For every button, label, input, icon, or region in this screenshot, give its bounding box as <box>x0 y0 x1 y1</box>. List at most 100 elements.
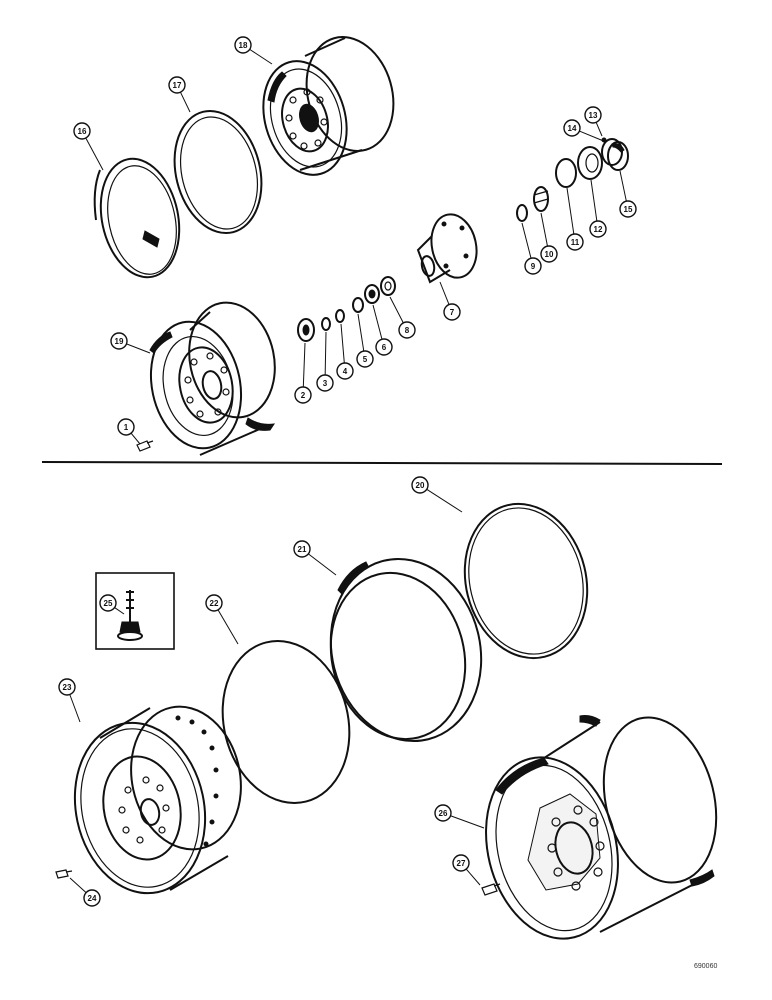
part-24-bolt <box>55 869 73 879</box>
callout-circle <box>293 540 311 558</box>
callout-leader <box>619 170 627 202</box>
callout-leader <box>69 694 81 723</box>
callout-number: 18 <box>239 41 248 50</box>
callout-leader <box>85 137 104 171</box>
callout-26: 26 <box>434 804 485 829</box>
callout-number: 5 <box>363 355 368 364</box>
callout-15: 15 <box>619 170 637 218</box>
part-1-bolt <box>136 440 154 452</box>
part-16-split-ring <box>93 157 181 279</box>
callout-leader <box>579 130 607 143</box>
callout-circle <box>117 418 135 436</box>
callout-number: 23 <box>63 683 72 692</box>
callout-leader <box>389 296 404 324</box>
callout-leader <box>540 212 548 247</box>
callout-number: 8 <box>405 326 410 335</box>
callout-circle <box>294 386 312 404</box>
callout-24: 24 <box>69 877 101 907</box>
callout-leader <box>217 609 239 645</box>
callout-circle <box>524 257 542 275</box>
callout-number: 10 <box>545 250 554 259</box>
callout-circle <box>375 338 393 356</box>
callout-leader <box>130 432 141 445</box>
callout-leader <box>324 331 327 376</box>
part-21-side-ring <box>329 557 483 743</box>
part-27-bolt <box>481 883 501 896</box>
callout-leader <box>450 815 485 829</box>
callout-number: 15 <box>624 205 633 214</box>
callout-leader <box>308 553 337 576</box>
part-8-seal <box>380 276 396 296</box>
callout-1: 1 <box>117 418 141 445</box>
callout-number: 9 <box>531 262 536 271</box>
callout-number: 14 <box>568 124 577 133</box>
part-17-side-ring <box>173 109 263 235</box>
callout-number: 27 <box>457 859 466 868</box>
callout-number: 11 <box>571 238 580 247</box>
part-25-valve-stem-inset <box>95 572 175 650</box>
callout-number: 26 <box>439 809 448 818</box>
part-15-dust-cap <box>607 141 629 171</box>
callout-circle <box>540 245 558 263</box>
callout-7: 7 <box>439 281 461 321</box>
callout-11: 11 <box>566 187 584 251</box>
callout-leader <box>590 179 598 222</box>
callout-10: 10 <box>540 212 558 263</box>
callout-25: 25 <box>99 594 125 615</box>
part-3-nut <box>321 317 331 331</box>
callout-number: 19 <box>115 337 124 346</box>
callout-number: 20 <box>416 481 425 490</box>
callout-leader <box>249 48 273 65</box>
part-4-washer <box>335 309 345 323</box>
callout-13: 13 <box>584 106 603 137</box>
callout-9: 9 <box>521 222 542 275</box>
callout-circle <box>205 594 223 612</box>
callout-8: 8 <box>389 296 416 339</box>
callout-circle <box>411 476 429 494</box>
callout-number: 24 <box>88 894 97 903</box>
callout-circle <box>110 332 128 350</box>
callout-4: 4 <box>336 323 354 380</box>
callout-circle <box>566 233 584 251</box>
callout-leader <box>180 91 191 113</box>
callout-leader <box>521 222 532 259</box>
part-7-hub <box>416 213 478 284</box>
part-26-wheel <box>485 715 718 940</box>
callout-12: 12 <box>589 179 607 238</box>
part-22-o-ring <box>221 640 351 804</box>
callout-circle <box>452 854 470 872</box>
callout-leader <box>465 868 481 886</box>
callout-number: 12 <box>594 225 603 234</box>
callout-21: 21 <box>293 540 337 576</box>
callout-27: 27 <box>452 854 481 886</box>
callout-number: 21 <box>298 545 307 554</box>
part-2-hub-cap <box>297 318 315 342</box>
callout-number: 13 <box>589 111 598 120</box>
callout-18: 18 <box>234 36 273 65</box>
callout-leader <box>302 342 306 388</box>
callout-circle <box>398 321 416 339</box>
drawing-reference: 690060 <box>694 963 717 970</box>
callout-leader <box>340 323 345 364</box>
callout-number: 6 <box>382 343 387 352</box>
callout-leader <box>372 304 383 340</box>
callout-number: 2 <box>301 391 306 400</box>
callout-leader <box>566 187 575 235</box>
part-19-wheel-lower <box>149 301 276 456</box>
callout-leader <box>126 343 151 354</box>
callout-leader <box>114 607 125 615</box>
callout-leader <box>426 488 463 513</box>
callout-number: 4 <box>343 367 348 376</box>
callout-number: 22 <box>210 599 219 608</box>
callout-14: 14 <box>563 119 607 143</box>
part-18-wheel-upper <box>262 36 395 176</box>
part-11-snap-ring <box>555 158 577 188</box>
callout-2: 2 <box>294 342 312 404</box>
callout-circle <box>234 36 252 54</box>
callout-circle <box>589 220 607 238</box>
part-23-rim <box>73 705 242 895</box>
part-12-retainer <box>577 146 603 180</box>
callout-3: 3 <box>316 331 334 392</box>
part-14-cap <box>601 138 623 166</box>
callout-leader <box>595 122 603 137</box>
